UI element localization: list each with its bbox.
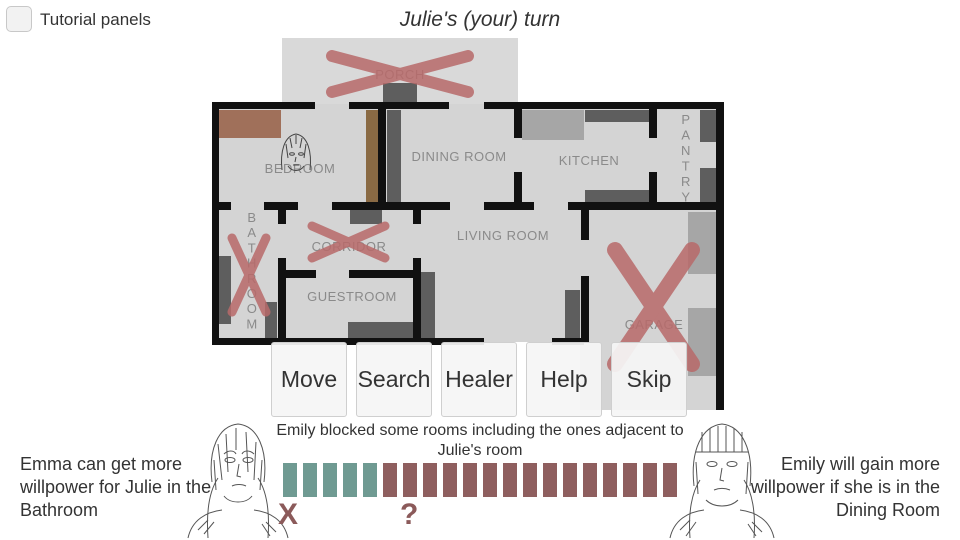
willpower-segment (463, 463, 477, 497)
kitchen-stove (585, 190, 649, 204)
bedroom-rug (218, 110, 281, 138)
willpower-segment (503, 463, 517, 497)
willpower-segment (283, 463, 297, 497)
blocked-cross-bathroom (227, 233, 271, 317)
room-label-dining-room: DINING ROOM (411, 149, 506, 164)
emily-portrait (669, 423, 775, 539)
willpower-segment (383, 463, 397, 497)
corridor-table (350, 210, 382, 224)
willpower-segment (583, 463, 597, 497)
skip-button[interactable]: Skip (611, 342, 687, 417)
guestroom-bed (348, 322, 414, 340)
marker-x: X (278, 498, 299, 531)
willpower-segment (363, 463, 377, 497)
player-token-julie[interactable] (281, 133, 311, 171)
kitchen-shelf (585, 110, 649, 122)
room-label-living-room: LIVING ROOM (457, 228, 549, 243)
dining-cabinet (387, 110, 401, 202)
willpower-segment (443, 463, 457, 497)
walls (212, 102, 724, 410)
left-info-text: Emma can get more willpower for Julie in… (20, 454, 212, 520)
pantry-shelf-top (700, 110, 716, 142)
turn-title: Julie's (your) turn (399, 8, 561, 31)
kitchen-counter (522, 110, 584, 140)
status-message: Emily blocked some rooms including the o… (276, 422, 684, 459)
willpower-segment (303, 463, 317, 497)
blocked-cross-corridor (307, 221, 390, 263)
search-button[interactable]: Search (356, 342, 432, 417)
willpower-segment (543, 463, 557, 497)
blocked-cross-porch (326, 50, 474, 98)
room-label-kitchen: KITCHEN (559, 153, 620, 168)
help-button[interactable]: Help (526, 342, 602, 417)
room-label-bedroom: BEDROOM (265, 161, 336, 176)
willpower-segment (643, 463, 657, 497)
willpower-segment (323, 463, 337, 497)
tutorial-checkbox[interactable] (6, 6, 32, 32)
willpower-segment (663, 463, 677, 497)
healer-button[interactable]: Healer (441, 342, 517, 417)
living-cabinet (565, 290, 580, 340)
move-button[interactable]: Move (271, 342, 347, 417)
willpower-segment (483, 463, 497, 497)
tutorial-label: Tutorial panels (40, 10, 151, 29)
willpower-segment (343, 463, 357, 497)
willpower-segment (603, 463, 617, 497)
willpower-segment (563, 463, 577, 497)
porch-door (383, 83, 417, 102)
room-label-guestroom: GUESTROOM (307, 289, 397, 304)
right-info-text: Emily will gain more willpower if she is… (750, 454, 940, 520)
willpower-segment (623, 463, 637, 497)
guestroom-dresser (421, 272, 435, 338)
willpower-segment (423, 463, 437, 497)
willpower-segment (523, 463, 537, 497)
pantry-shelf-bottom (700, 168, 716, 202)
willpower-segment (403, 463, 417, 497)
bathroom-tub (219, 256, 231, 324)
marker-question: ? (400, 498, 419, 531)
bedroom-wardrobe (366, 110, 379, 202)
emma-portrait (187, 423, 289, 539)
